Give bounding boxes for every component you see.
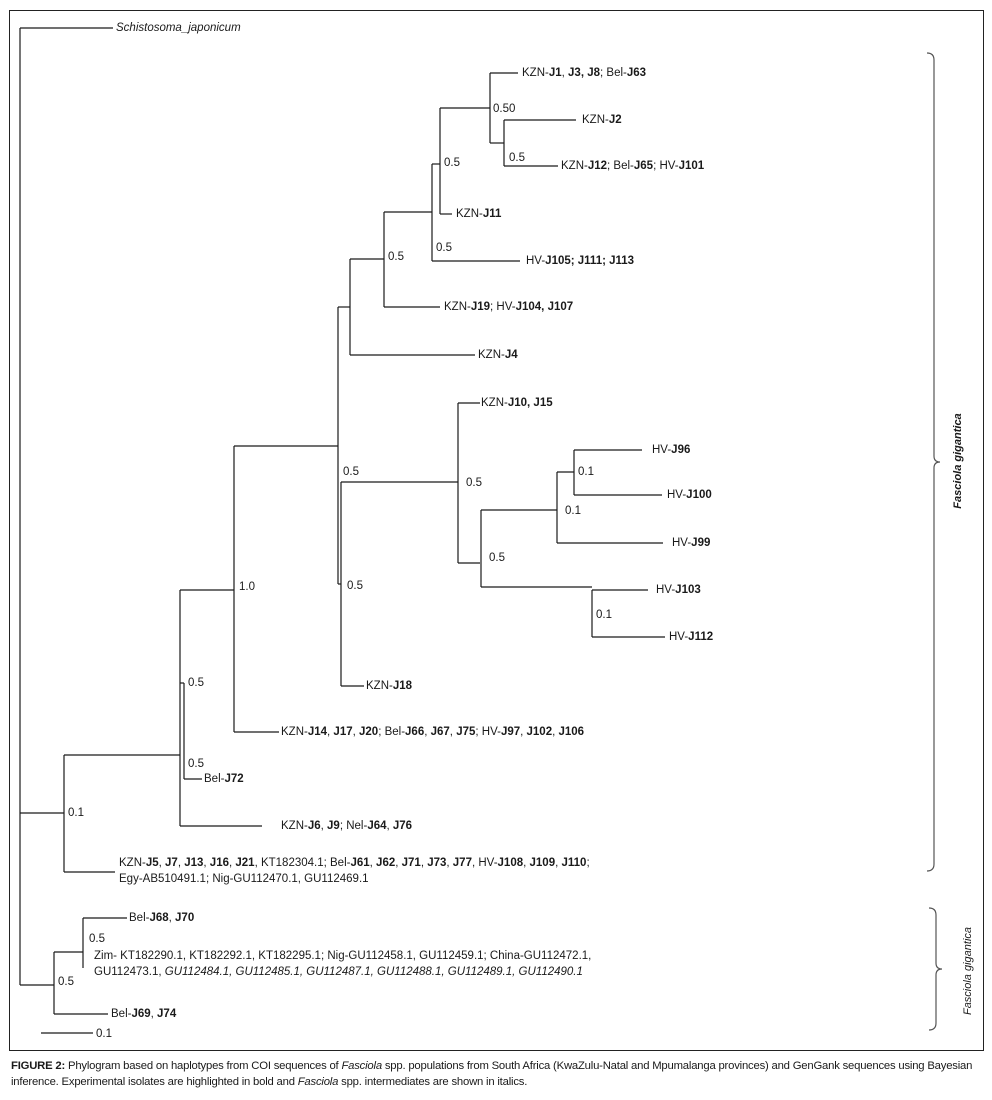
tip-label-t19: Bel-J68, J70 bbox=[129, 912, 195, 924]
brace-upper-icon bbox=[926, 52, 941, 872]
support-value-n-j103: 0.1 bbox=[596, 609, 612, 621]
support-value-n-j96: 0.1 bbox=[578, 466, 594, 478]
tip-label-t6: KZN-J19; HV-J104, J107 bbox=[444, 301, 574, 313]
support-value-n-050: 0.50 bbox=[493, 103, 516, 115]
tip-label-t13: HV-J112 bbox=[669, 631, 714, 643]
tip-label-t16: Bel-J72 bbox=[204, 773, 244, 785]
support-value-n-j11: 0.5 bbox=[444, 157, 460, 169]
tip-label-t8: KZN-J10, J15 bbox=[481, 397, 553, 409]
support-value-n-01: 0.1 bbox=[68, 807, 84, 819]
support-value-n-mid: 0.5 bbox=[343, 466, 359, 478]
support-value-n-low05: 0.5 bbox=[58, 976, 74, 988]
clade-label-upper: Fasciola gigantica bbox=[952, 413, 964, 509]
tip-label-t17: KZN-J6, J9; Nel-J64, J76 bbox=[281, 820, 413, 832]
tip-label-t2: KZN-J2 bbox=[582, 114, 622, 126]
caption-text: Phylogram based on haplotypes from COI s… bbox=[11, 1060, 973, 1088]
support-value-n-top: 0.5 bbox=[388, 251, 404, 263]
figure-caption: FIGURE 2: Phylogram based on haplotypes … bbox=[11, 1058, 986, 1090]
support-value-n-j105: 0.5 bbox=[436, 242, 452, 254]
support-value-n-j18: 0.5 bbox=[347, 580, 363, 592]
tip-label-t14: KZN-J18 bbox=[366, 680, 413, 692]
tip-label-t5: HV-J105; J111; J113 bbox=[526, 255, 635, 267]
scale-bar-label: 0.1 bbox=[96, 1028, 112, 1040]
brace-lower-icon bbox=[928, 907, 943, 1031]
tip-label-t20b: GU112473.1, GU112484.1, GU112485.1, GU11… bbox=[94, 966, 583, 978]
tip-label-t12: HV-J103 bbox=[656, 584, 701, 596]
tip-label-t1: KZN-J1, J3, J8; Bel-J63 bbox=[522, 67, 647, 79]
tip-label-t18a: KZN-J5, J7, J13, J16, J21, KT182304.1; B… bbox=[119, 857, 590, 869]
support-value-n-j68: 0.5 bbox=[89, 933, 105, 945]
support-value-n-j12: 0.5 bbox=[509, 152, 525, 164]
tip-label-t10: HV-J100 bbox=[667, 489, 712, 501]
tip-label-t9: HV-J96 bbox=[652, 444, 691, 456]
figure-frame bbox=[9, 10, 984, 1051]
caption-label: FIGURE 2: bbox=[11, 1060, 66, 1072]
tip-label-t7: KZN-J4 bbox=[478, 349, 518, 361]
tip-label-t18b: Egy-AB510491.1; Nig-GU112470.1, GU112469… bbox=[119, 873, 369, 885]
support-value-n-j10: 0.5 bbox=[466, 477, 482, 489]
support-value-n-j99: 0.1 bbox=[565, 505, 581, 517]
support-value-n-hvclade: 0.5 bbox=[489, 552, 505, 564]
phylogram bbox=[19, 27, 943, 1034]
support-value-n-10: 1.0 bbox=[239, 581, 255, 593]
tip-label-outgroup: Schistosoma_japonicum bbox=[116, 22, 241, 34]
tip-label-t11: HV-J99 bbox=[672, 537, 711, 549]
support-value-n-j72: 0.5 bbox=[188, 758, 204, 770]
tip-label-t3: KZN-J12; Bel-J65; HV-J101 bbox=[561, 160, 705, 172]
support-value-n-left05: 0.5 bbox=[188, 677, 204, 689]
tip-label-t20a: Zim- KT182290.1, KT182292.1, KT182295.1;… bbox=[94, 950, 592, 962]
tip-label-t4: KZN-J11 bbox=[456, 208, 502, 220]
tip-label-t21: Bel-J69, J74 bbox=[111, 1008, 177, 1020]
clade-label-lower: Fasciola gigantica bbox=[962, 926, 974, 1016]
tip-label-t15: KZN-J14, J17, J20; Bel-J66, J67, J75; HV… bbox=[281, 726, 585, 738]
